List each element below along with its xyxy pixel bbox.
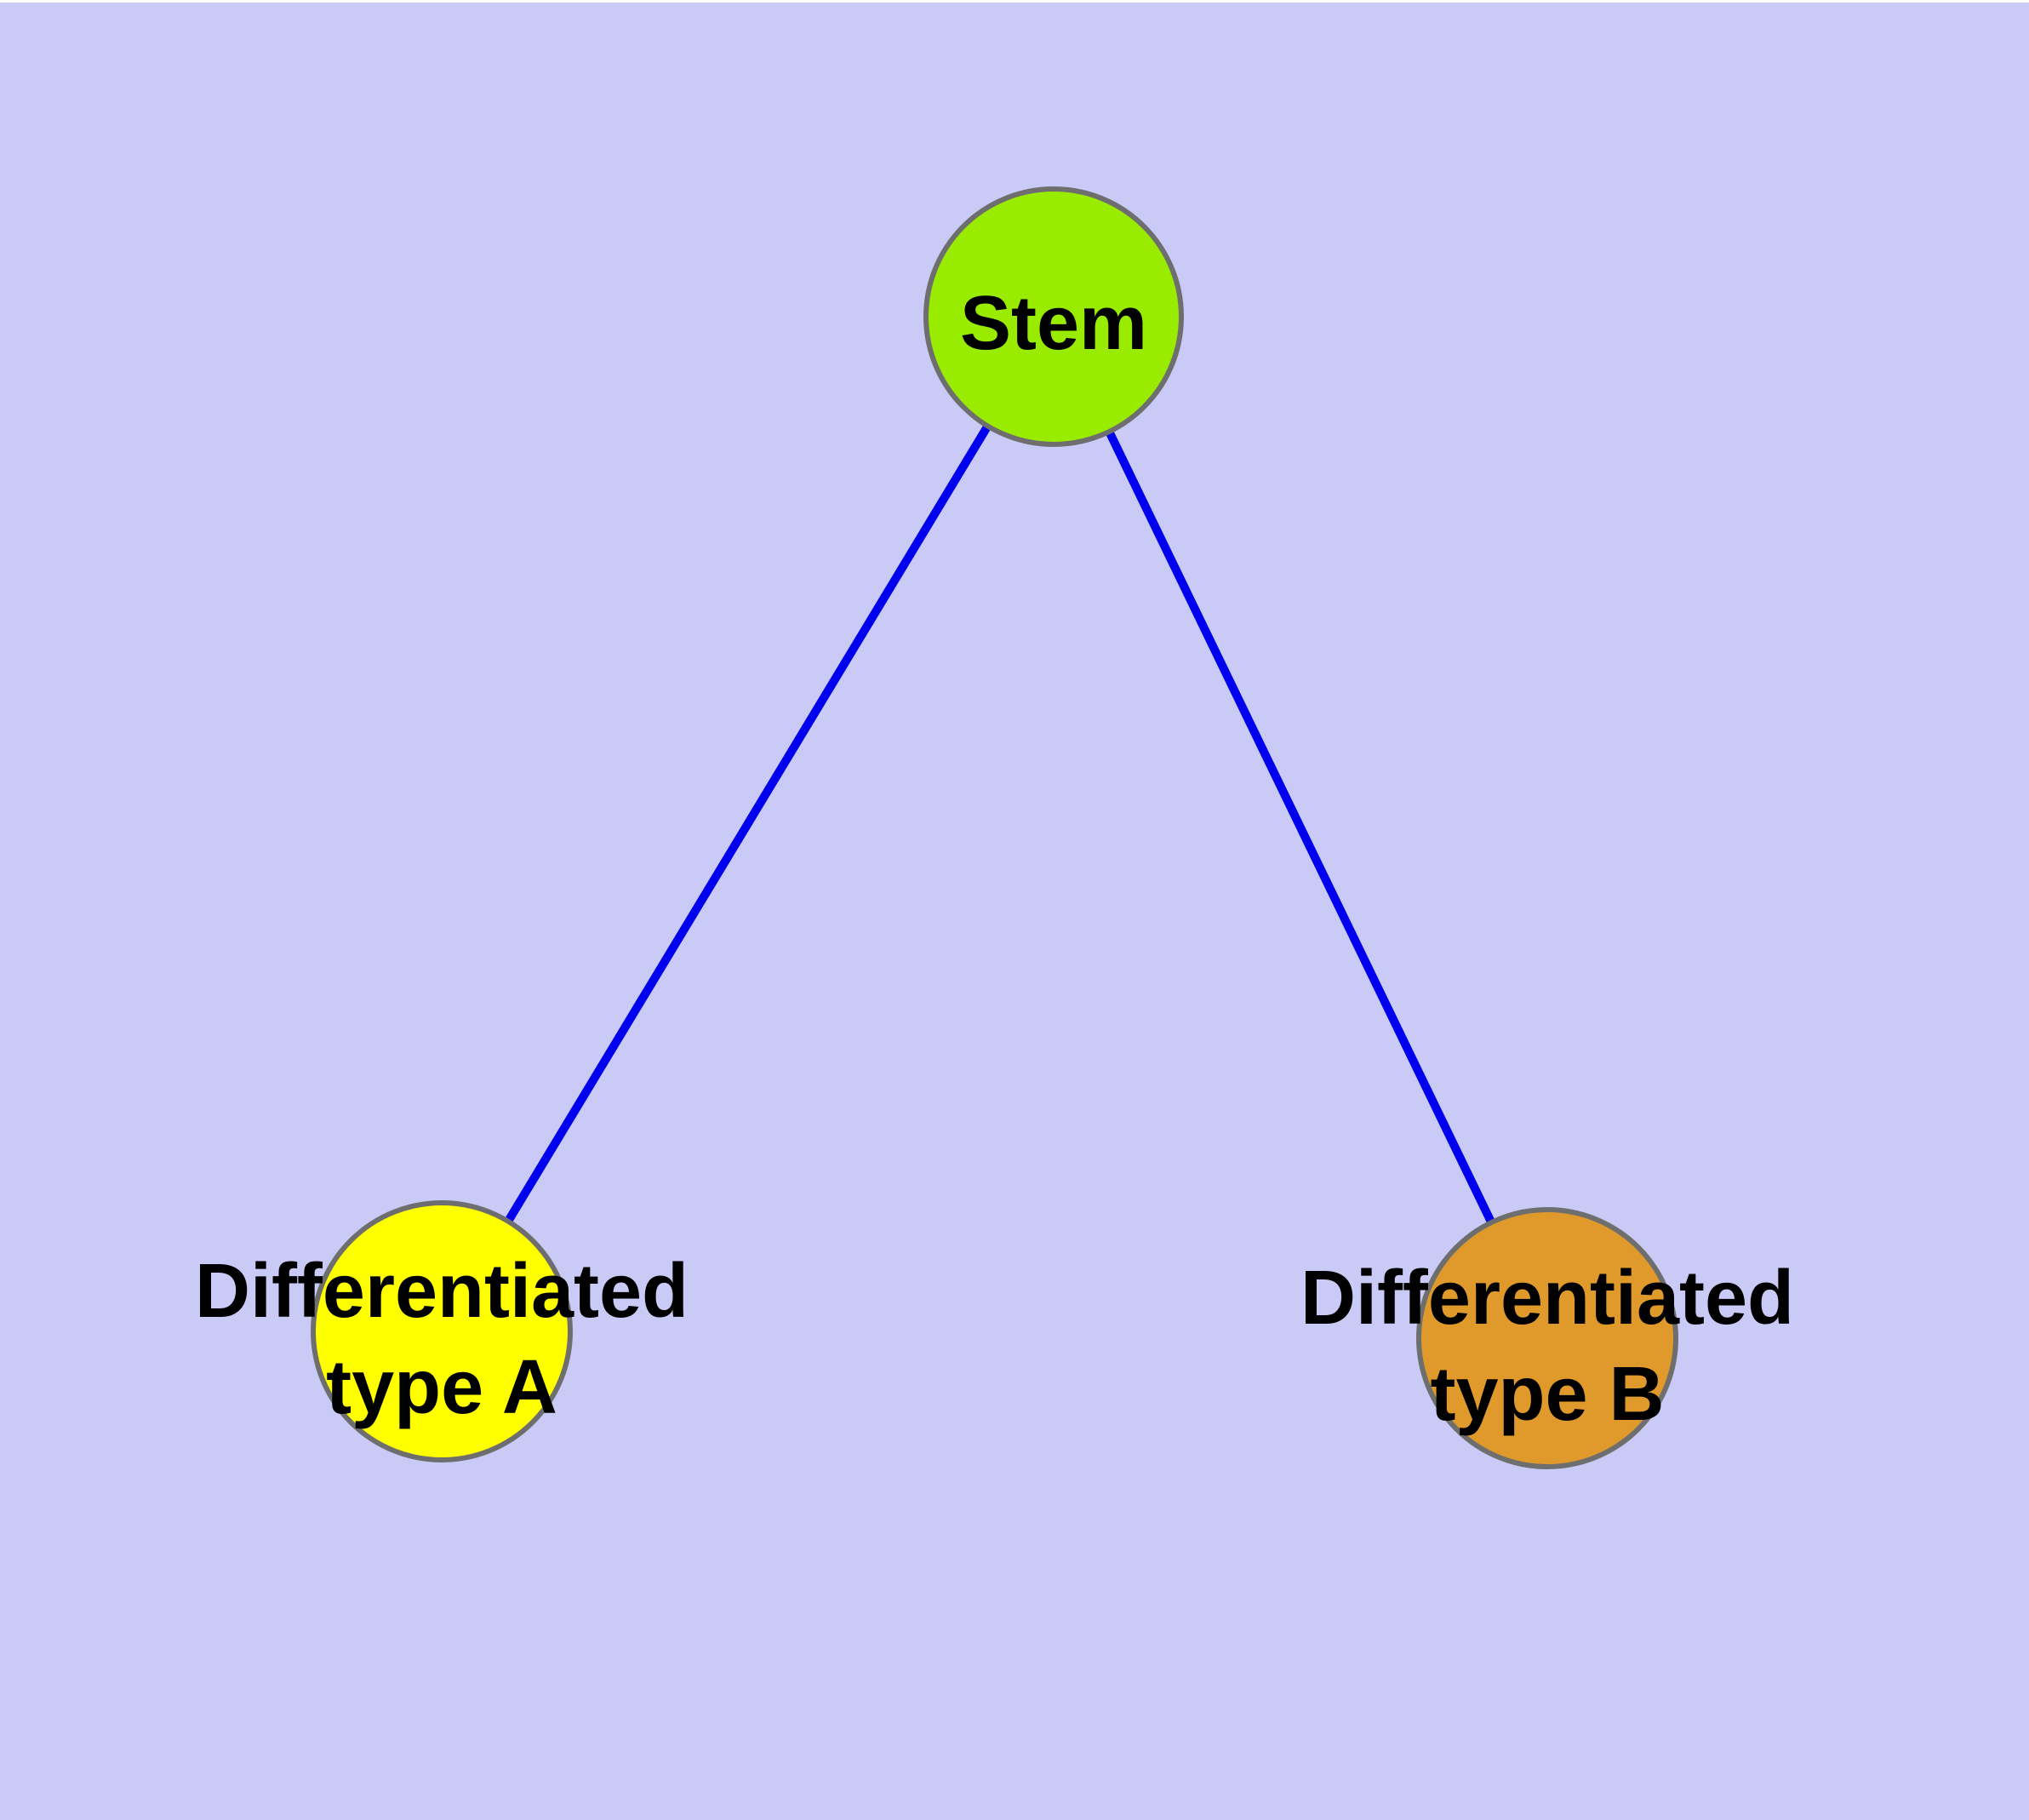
node-stem	[923, 186, 1184, 447]
edge-stem-to-type-b	[1049, 314, 1552, 1341]
node-type-a-label-line1: Differentiated	[195, 1249, 689, 1334]
node-type-a-label-line2: type A	[326, 1345, 557, 1430]
node-type-b-label-line1: Differentiated	[1300, 1256, 1794, 1341]
node-stem-label: Stem	[960, 281, 1147, 366]
edge-stem-to-type-a	[437, 314, 1058, 1334]
node-differentiated-type-b	[1416, 1207, 1678, 1469]
node-differentiated-type-a	[311, 1200, 573, 1462]
top-edge-strip	[0, 0, 2029, 3]
node-type-b-label-line2: type B	[1430, 1352, 1664, 1437]
